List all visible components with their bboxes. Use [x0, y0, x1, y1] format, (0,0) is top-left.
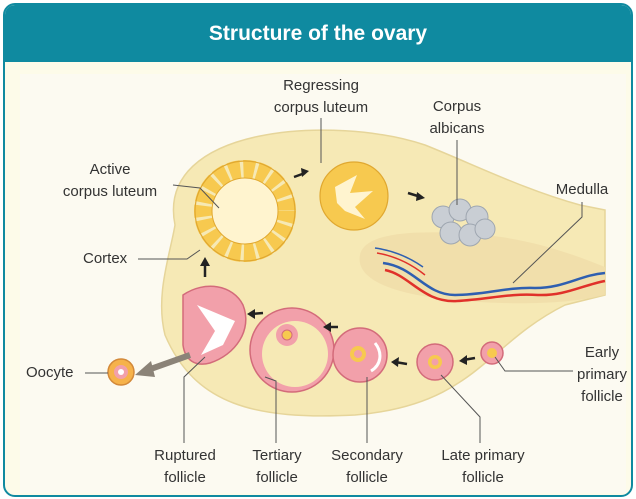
tertiary-follicle [250, 308, 334, 392]
label-secondary-follicle: Secondary follicle [319, 445, 415, 489]
regressing-corpus-luteum [320, 162, 388, 230]
released-oocyte [108, 359, 134, 385]
secondary-follicle [333, 328, 387, 382]
label-cortex: Cortex [83, 248, 127, 270]
label-tertiary-follicle: Tertiary follicle [235, 445, 319, 489]
label-late-primary-follicle: Late primary follicle [425, 445, 541, 489]
label-oocyte: Oocyte [26, 362, 74, 384]
early-primary-follicle [481, 342, 503, 364]
ovulation-arrowhead [135, 361, 155, 377]
label-corpus-albicans: Corpus albicans [415, 96, 499, 140]
label-early-primary-follicle: Early primary follicle [568, 342, 633, 408]
active-corpus-luteum [195, 161, 295, 261]
label-medulla: Medulla [540, 179, 624, 201]
label-active-corpus-luteum: Active corpus luteum [45, 159, 175, 203]
label-ruptured-follicle: Ruptured follicle [135, 445, 235, 489]
label-regressing-corpus-luteum: Regressing corpus luteum [253, 75, 389, 119]
figure-frame: Structure of the ovary [3, 3, 633, 497]
late-primary-follicle [417, 344, 453, 380]
